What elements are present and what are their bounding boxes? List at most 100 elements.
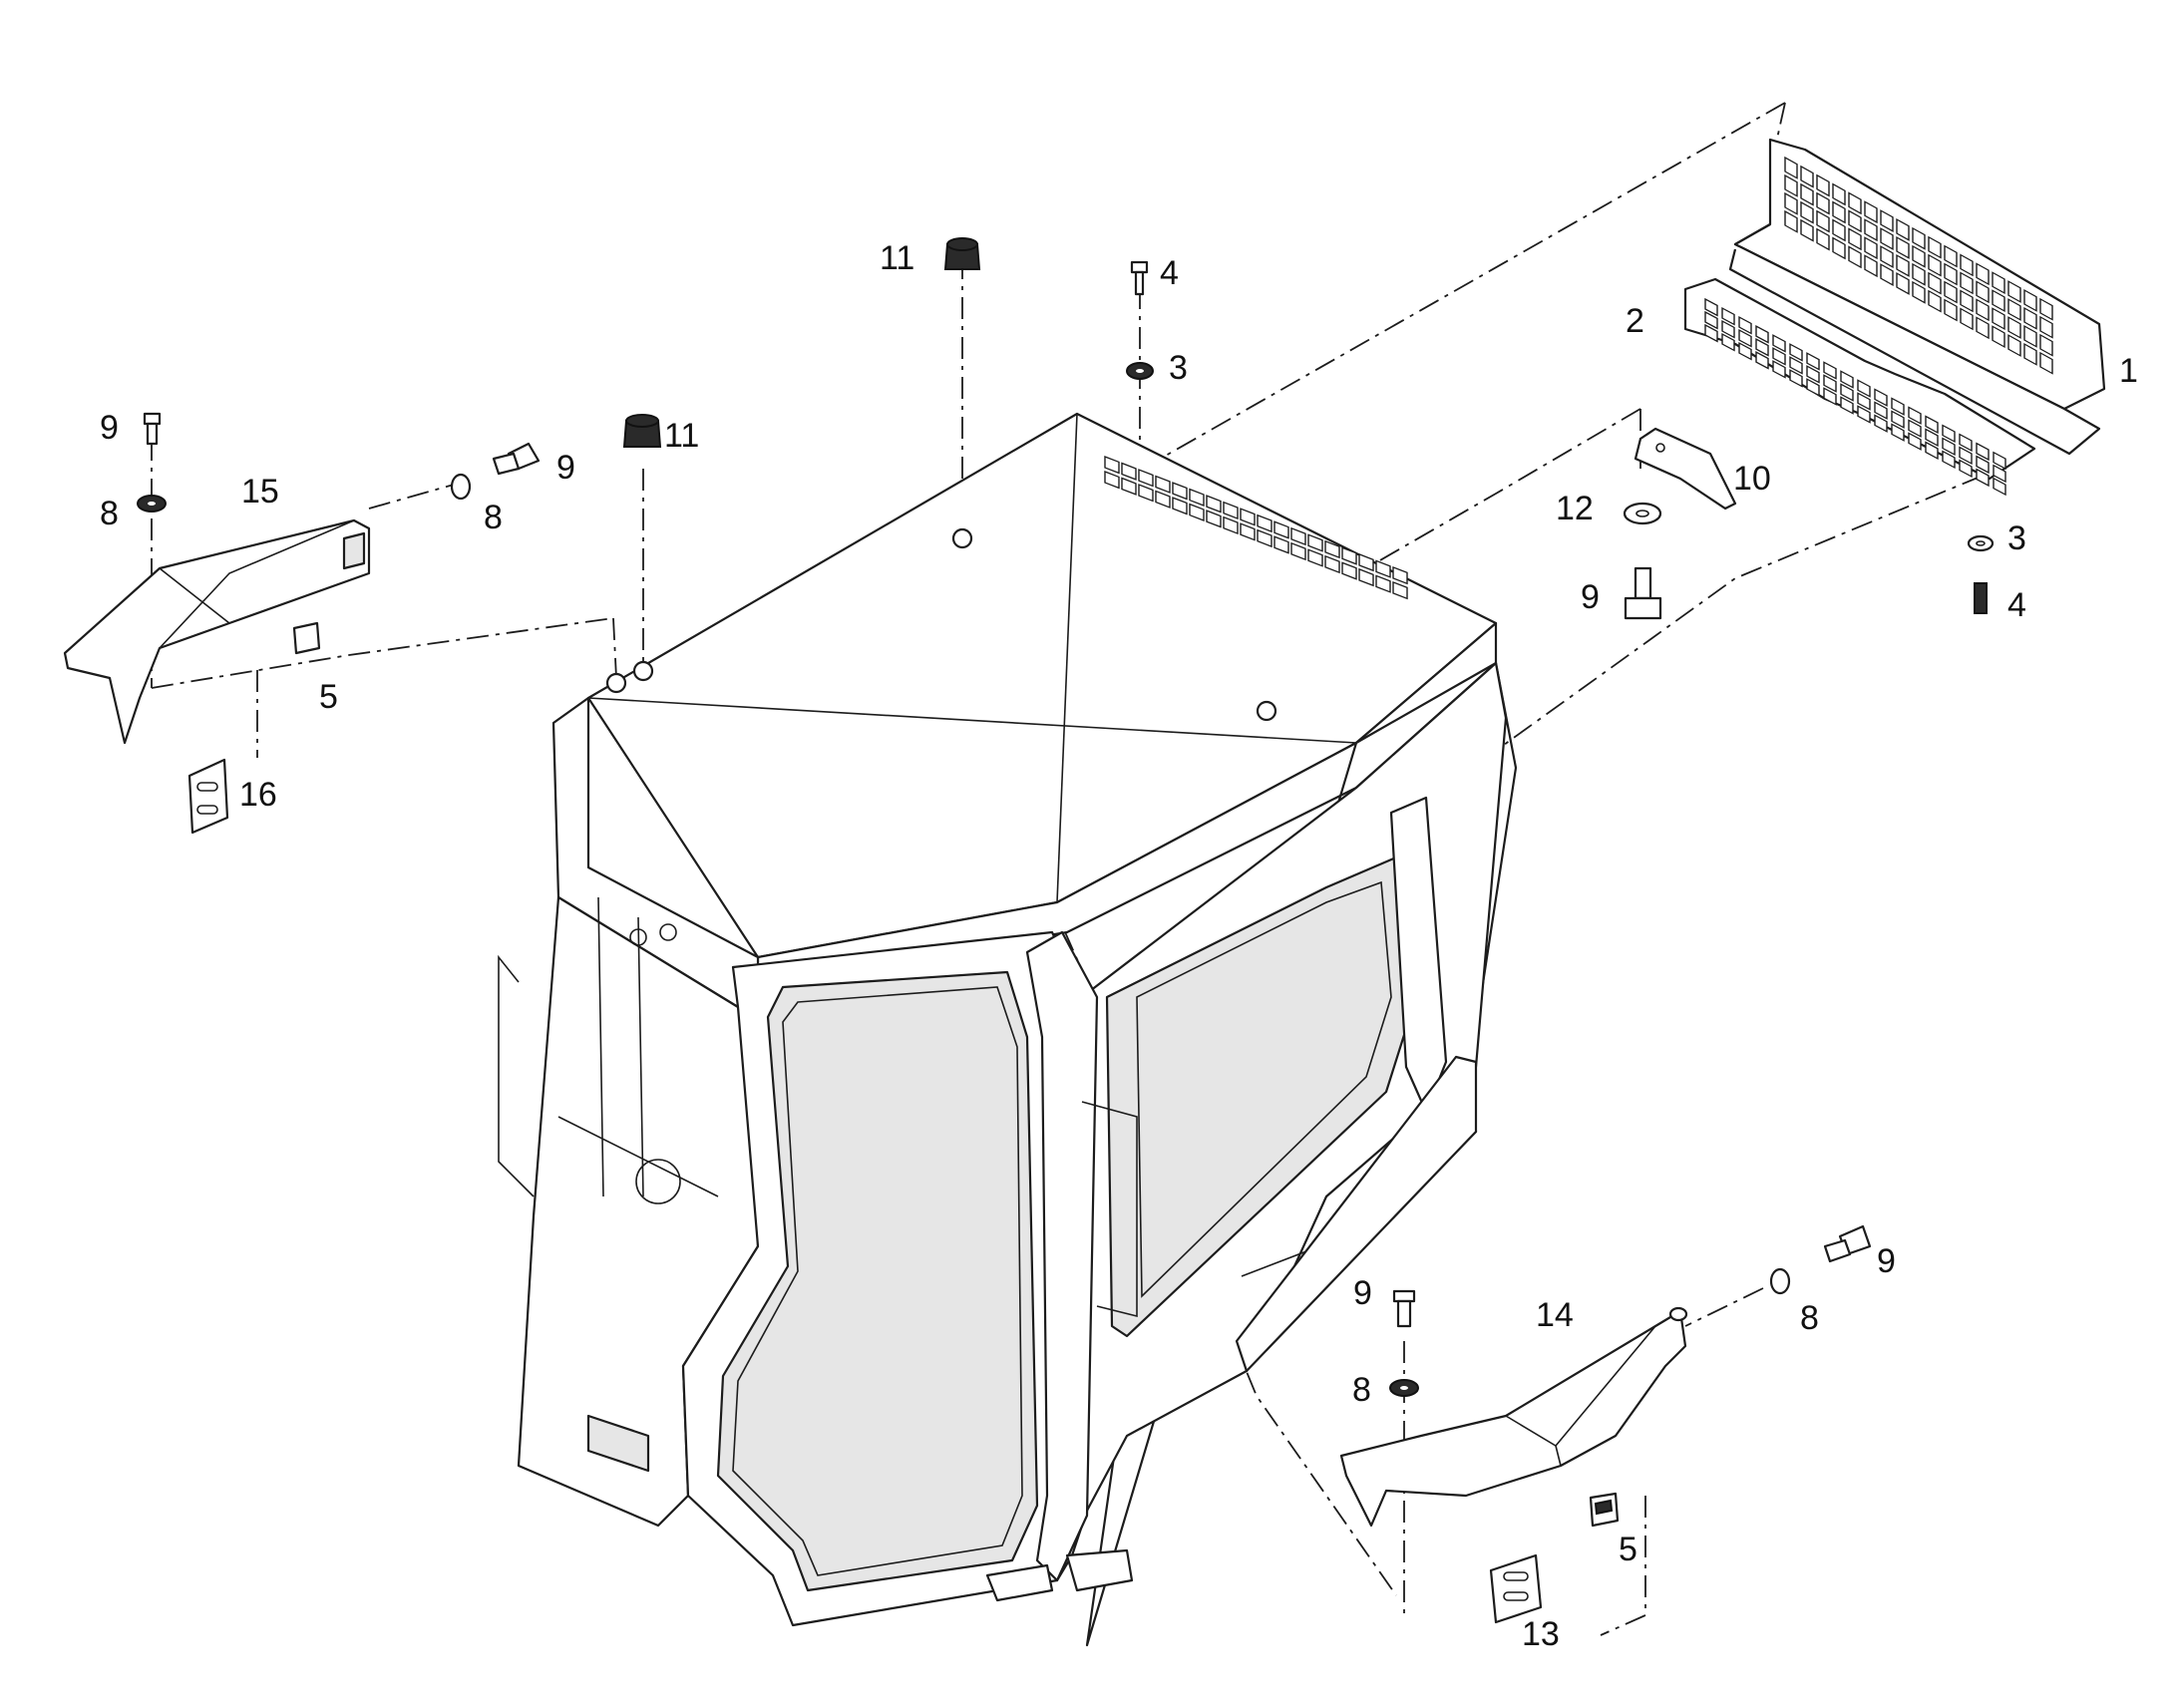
grid-cell [1721, 306, 1735, 326]
grid-cell [1912, 226, 1926, 250]
grid-cell [1976, 280, 1990, 304]
grid-cell [1189, 503, 1205, 521]
grid-cell [1848, 227, 1862, 251]
grid-cell [1944, 298, 1958, 322]
grid-cell [1976, 262, 1990, 286]
grid-cell [1789, 356, 1803, 375]
grid-cell [1891, 397, 1905, 416]
grid-cell [2023, 306, 2037, 330]
grid-cell [1784, 209, 1798, 233]
grid-cell [1341, 546, 1357, 565]
right-fasteners [1389, 1224, 1872, 1397]
grid-cell [1874, 414, 1888, 433]
grid-cell [1944, 244, 1958, 268]
grid-cell [1324, 554, 1340, 574]
grid-cell [1273, 535, 1289, 554]
part-9-bolt-center [1624, 566, 1662, 620]
grid-cell [1704, 310, 1718, 330]
part-10-bracket [1634, 427, 1737, 511]
part-4-screw-top [1130, 260, 1149, 296]
grid-cell [1857, 405, 1871, 424]
grid-cell [1273, 520, 1289, 539]
part-14-right-guard [1339, 1306, 1688, 1528]
grid-cell [1832, 200, 1846, 224]
callout-8-left-side: 8 [484, 499, 503, 536]
grid-cell [1832, 236, 1846, 260]
grid-cell [1925, 441, 1939, 460]
part-11-plug-left [622, 414, 662, 448]
callout-11-left: 11 [664, 417, 700, 455]
grid-cell [1358, 552, 1374, 572]
grid-cell [1772, 334, 1786, 353]
callout-1: 1 [2119, 352, 2138, 390]
grid-cell [1816, 191, 1830, 215]
grid-cell [2007, 298, 2021, 321]
grid-cell [1704, 323, 1718, 343]
grid-cell [1993, 464, 2006, 484]
grid-cell [2039, 315, 2053, 339]
grid-cell [2007, 280, 2021, 303]
grid-cell [2007, 316, 2021, 339]
grid-cell [1880, 209, 1894, 232]
grid-cell [1772, 347, 1786, 366]
grid-cell [2039, 351, 2053, 375]
grid-cell [1806, 365, 1820, 384]
grid-cell [1223, 501, 1239, 520]
grid-cell [1864, 200, 1878, 224]
grid-cell [1840, 383, 1854, 402]
grid-cell [1307, 548, 1323, 567]
callout-9-right-side: 9 [1877, 1242, 1896, 1280]
grid-cell [1912, 280, 1926, 304]
grid-cell [1891, 410, 1905, 429]
grid-cell [1928, 253, 1942, 277]
grid-cell [1928, 271, 1942, 295]
grid-cell [1959, 459, 1973, 479]
grid-cell [1908, 419, 1922, 438]
grid-cell [1392, 565, 1408, 585]
grid-cell [1848, 245, 1862, 269]
grid-cell [1960, 289, 1974, 313]
callout-9-left: 9 [100, 409, 119, 447]
grid-cell [1992, 325, 2005, 349]
grid-cell [1806, 352, 1820, 371]
grid-cell [1307, 533, 1323, 552]
grid-cell [1823, 387, 1837, 406]
grid-cell [1944, 262, 1958, 286]
callout-4-top: 4 [1160, 254, 1179, 292]
grid-cell [1290, 526, 1306, 546]
callout-4-right: 4 [2007, 586, 2026, 624]
callout-5-right: 5 [1619, 1531, 1637, 1568]
grid-cell [1358, 567, 1374, 587]
grid-cell [1772, 360, 1786, 379]
callout-3-right: 3 [2007, 519, 2026, 557]
grid-cell [1960, 271, 1974, 295]
grid-cell [1864, 236, 1878, 260]
grid-cell [1189, 488, 1205, 507]
grid-cell [1874, 388, 1888, 407]
grid-cell [1908, 432, 1922, 451]
part-1-rear-screen [1728, 138, 2106, 456]
grid-cell [2039, 333, 2053, 357]
part-3-washer-top [1126, 362, 1154, 380]
grid-cell [1800, 182, 1814, 206]
callout-9-left-side: 9 [556, 449, 575, 487]
grid-cell [1738, 316, 1752, 335]
roof-vent-grid [1104, 456, 1408, 600]
grid-cell [1896, 235, 1910, 259]
callout-8-right: 8 [1352, 1371, 1371, 1409]
grid-cell [1823, 374, 1837, 393]
grid-cell [1976, 298, 1990, 322]
grid-cell [1206, 510, 1222, 528]
grid-cell [1925, 428, 1939, 447]
grid-cell [1324, 539, 1340, 559]
grid-cell [2039, 297, 2053, 321]
grid-cell [1240, 508, 1256, 526]
grid-cell [1155, 490, 1171, 509]
grid-cell [1896, 217, 1910, 241]
grid-cell [1840, 396, 1854, 415]
grid-cell [1789, 343, 1803, 362]
callout-2: 2 [1626, 302, 1644, 340]
left-fasteners [137, 412, 541, 512]
grid-cell [1896, 271, 1910, 295]
